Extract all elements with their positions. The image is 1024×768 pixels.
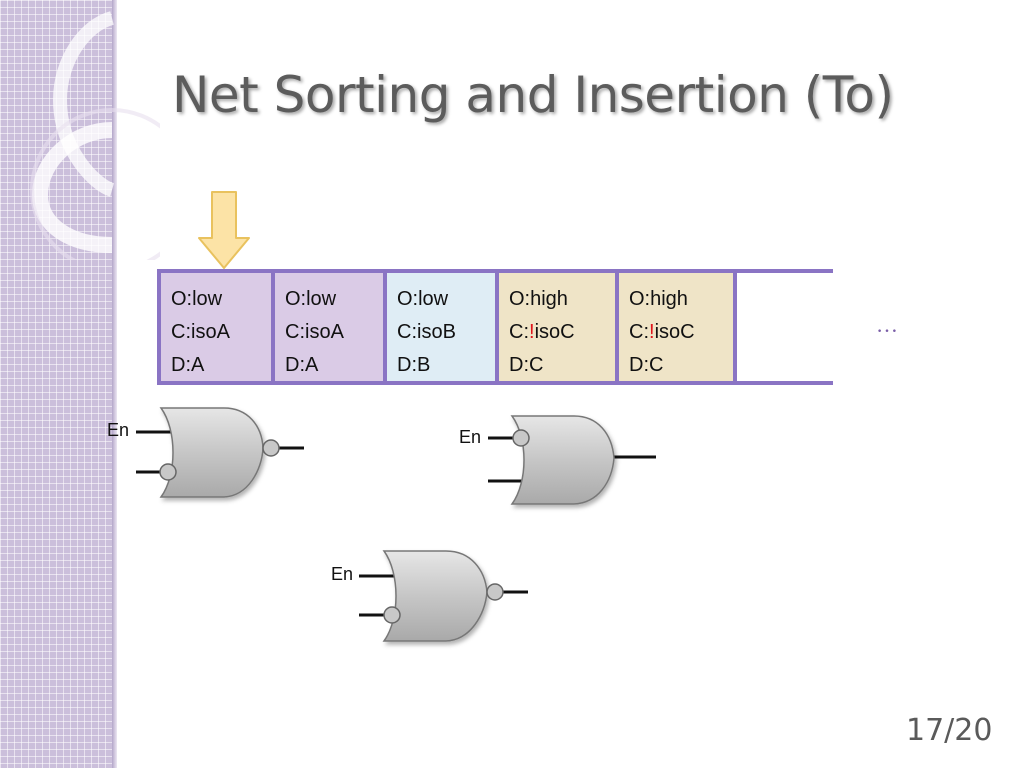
- decorative-rings: [30, 11, 160, 260]
- inversion-bubble-icon: [383, 606, 401, 624]
- cell-domain-value: D:A: [285, 354, 319, 376]
- logic-gate: [359, 550, 528, 642]
- cell-output-value: O:high: [509, 288, 568, 310]
- cell-control-value: C:!isoC: [629, 321, 695, 343]
- net-list: O:low C:isoA D:A O:low C:isoA D:A O:low …: [157, 269, 833, 385]
- net-cell: O:low C:isoA D:A: [157, 273, 271, 381]
- cell-output-value: O:low: [171, 288, 223, 310]
- gate-enable-label: En: [107, 420, 130, 440]
- cell-control-value: C:isoA: [285, 321, 344, 343]
- net-cell: O:high C:!isoC D:C: [615, 273, 737, 381]
- inversion-bubble-icon: [486, 583, 504, 601]
- inversion-bubble-icon: [512, 429, 530, 447]
- slide-title: Net Sorting and Insertion (To): [172, 66, 894, 124]
- continuation-ellipsis: …: [876, 312, 901, 337]
- cell-output-value: O:low: [397, 288, 449, 310]
- cell-domain-value: D:A: [171, 354, 205, 376]
- logic-gate: [488, 415, 656, 505]
- cell-domain-value: D:C: [629, 354, 664, 376]
- net-cell: O:high C:!isoC D:C: [495, 273, 615, 381]
- inversion-bubble-icon: [159, 463, 177, 481]
- cell-domain-value: D:B: [397, 354, 431, 376]
- sidebar-divider: [112, 0, 117, 768]
- cell-output-value: O:low: [285, 288, 337, 310]
- insertion-pointer-arrow-icon: [198, 191, 250, 269]
- page-number: 17/20: [906, 713, 993, 748]
- cell-control-value: C:isoB: [397, 321, 456, 343]
- cell-domain-value: D:C: [509, 354, 544, 376]
- cell-control-value: C:!isoC: [509, 321, 575, 343]
- gate-enable-label: En: [459, 427, 482, 447]
- net-cell: O:low C:isoB D:B: [383, 273, 495, 381]
- inversion-bubble-icon: [262, 439, 280, 457]
- cell-control-value: C:isoA: [171, 321, 230, 343]
- logic-gate: [136, 407, 304, 498]
- gate-enable-label: En: [331, 564, 354, 584]
- net-cell: O:low C:isoA D:A: [271, 273, 383, 381]
- cell-output-value: O:high: [629, 288, 688, 310]
